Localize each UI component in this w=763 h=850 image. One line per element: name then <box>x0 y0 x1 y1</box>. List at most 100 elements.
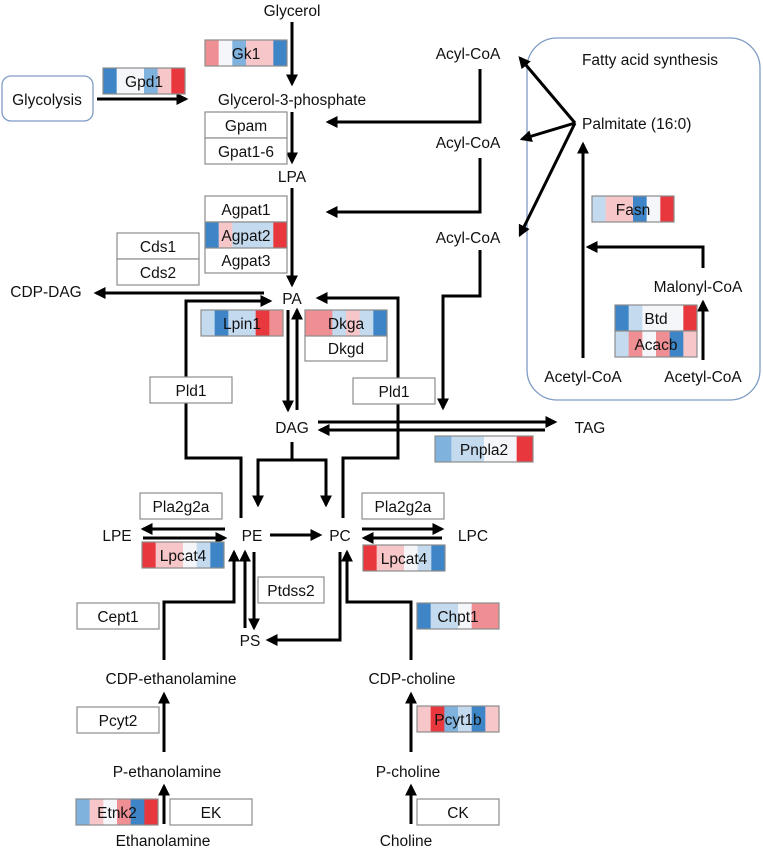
heatmap-cell <box>471 603 486 629</box>
metabolite-lpc: LPC <box>458 528 488 545</box>
heatmap-gene-label: Fasn <box>616 202 650 219</box>
heatmap-enzyme-dkga: Dkga <box>304 309 388 337</box>
metabolite-acetyl-coa-1: Acetyl-CoA <box>544 369 622 386</box>
edge-pe-pa-pld1 <box>184 295 273 518</box>
heatmap-cell <box>196 542 211 568</box>
heatmap-cell <box>218 40 233 66</box>
heatmap-cell <box>169 542 184 568</box>
heatmap-cell <box>485 603 500 629</box>
heatmap-cell <box>628 305 643 331</box>
heatmap-cell <box>656 305 670 331</box>
heatmap-enzyme-chpt1: Chpt1 <box>416 602 500 630</box>
svg-text:Gpat1-6: Gpat1-6 <box>218 144 274 161</box>
heatmap-cell <box>435 436 452 462</box>
heatmap-cell <box>430 706 445 732</box>
svg-text:Cept1: Cept1 <box>97 609 138 626</box>
heatmap-cell <box>628 331 643 357</box>
heatmap-cell <box>232 40 247 66</box>
metabolite-lpa: LPA <box>278 169 307 186</box>
heatmap-border <box>204 221 288 249</box>
heatmap-cell <box>376 545 391 571</box>
metabolite-choline: Choline <box>380 833 433 850</box>
heatmap-border <box>204 39 288 67</box>
metabolite-labels: Glycerol Glycerol-3-phosphate LPA PA CDP… <box>10 3 743 850</box>
heatmap-enzyme-agpat2: Agpat2 <box>204 221 288 249</box>
heatmap-enzyme-gk1: Gk1 <box>204 39 288 67</box>
heatmap-cell <box>471 706 486 732</box>
enzyme-ptdss2: Ptdss2 <box>257 576 325 604</box>
heatmap-enzyme-gpd1: Gpd1 <box>102 67 186 95</box>
heatmap-cell <box>103 799 118 825</box>
heatmap-cell <box>656 331 670 357</box>
heatmap-cell <box>157 68 172 94</box>
heatmap-cell <box>404 545 418 571</box>
heatmap-cell <box>458 706 472 732</box>
heatmap-gene-label: Pnpla2 <box>460 442 508 459</box>
svg-text:Pla2g2a: Pla2g2a <box>153 499 210 516</box>
metabolite-acyl-coa-3: Acyl-CoA <box>436 230 501 247</box>
heatmap-cell <box>516 436 534 462</box>
heatmap-gene-label: Chpt1 <box>437 609 478 626</box>
edge-palmitate-acylcoa2 <box>519 121 576 142</box>
heatmap-cell <box>205 40 219 66</box>
heatmap-cell <box>444 603 459 629</box>
edge-pc-pa-pld1 <box>315 292 400 518</box>
heatmap-cell <box>205 222 219 248</box>
metabolite-glycerol: Glycerol <box>264 3 321 20</box>
heatmap-gene-label: Btd <box>644 311 667 328</box>
enzyme-dkgd: Dkgd <box>304 334 388 362</box>
enzyme-agpat3: Agpat3 <box>204 246 288 274</box>
metabolite-pa: PA <box>282 291 302 308</box>
heatmap-gene-label: Acacb <box>634 337 677 354</box>
svg-text:Pld1: Pld1 <box>175 383 206 400</box>
metabolite-p-ethanolamine: P-ethanolamine <box>113 764 222 781</box>
heatmap-cell <box>642 305 657 331</box>
heatmap-gene-label: Lpcat4 <box>381 551 428 568</box>
metabolite-acyl-coa-2: Acyl-CoA <box>436 135 501 152</box>
edge-acylcoa3-tag <box>437 250 482 411</box>
glycolysis-label: Glycolysis <box>12 92 82 109</box>
heatmap-cell <box>142 542 156 568</box>
heatmap-gene-label: Pcyt1b <box>434 712 481 729</box>
heatmap-cell <box>500 436 517 462</box>
heatmap-gene-label: Dkga <box>328 316 365 333</box>
metabolite-cdp-ethanolamine: CDP-ethanolamine <box>106 671 237 688</box>
heatmap-gene-label: Etnk2 <box>97 805 137 822</box>
heatmap-cell <box>417 706 431 732</box>
svg-text:Pla2g2a: Pla2g2a <box>375 499 432 516</box>
metabolite-ethanolamine: Ethanolamine <box>116 833 211 850</box>
enzyme-pld1-left: Pld1 <box>149 376 233 404</box>
heatmap-cell <box>642 331 657 357</box>
metabolite-acetyl-coa-2: Acetyl-CoA <box>664 369 742 386</box>
heatmap-cell <box>232 222 247 248</box>
metabolite-lpe: LPE <box>102 528 131 545</box>
enzyme-gpam: Gpam <box>204 111 288 139</box>
metabolite-dag: DAG <box>275 420 309 437</box>
enzyme-pla2g2a-left: Pla2g2a <box>139 492 223 520</box>
heatmap-border <box>591 195 675 223</box>
heatmap-cell <box>451 436 468 462</box>
enzyme-ck: CK <box>416 798 500 826</box>
enzyme-ek: EK <box>169 798 253 826</box>
svg-text:Pcyt2: Pcyt2 <box>99 713 138 730</box>
svg-text:Agpat3: Agpat3 <box>221 253 270 270</box>
edge-dag-pc <box>292 458 332 508</box>
heatmap-cell <box>633 196 647 222</box>
edge-palmitate-acylcoa3 <box>518 122 577 238</box>
metabolite-p-choline: P-choline <box>376 764 441 781</box>
heatmap-cell <box>117 799 131 825</box>
heatmap-cell <box>669 331 684 357</box>
heatmap-border <box>141 541 225 569</box>
heatmap-gene-label: Lpcat4 <box>160 548 207 565</box>
heatmap-enzyme-acacb: Acacb <box>614 330 698 358</box>
svg-text:Gpam: Gpam <box>225 118 267 135</box>
edge-acylcoa1-g3p <box>325 69 482 128</box>
heatmap-cell <box>218 222 233 248</box>
heatmap-cell <box>269 310 284 336</box>
heatmap-cell <box>273 40 288 66</box>
heatmap-cell <box>417 545 432 571</box>
heatmap-cell <box>171 68 186 94</box>
heatmap-enzyme-lpcat4-right: Lpcat4 <box>362 544 446 572</box>
heatmap-enzyme-etnk2: Etnk2 <box>75 798 159 826</box>
